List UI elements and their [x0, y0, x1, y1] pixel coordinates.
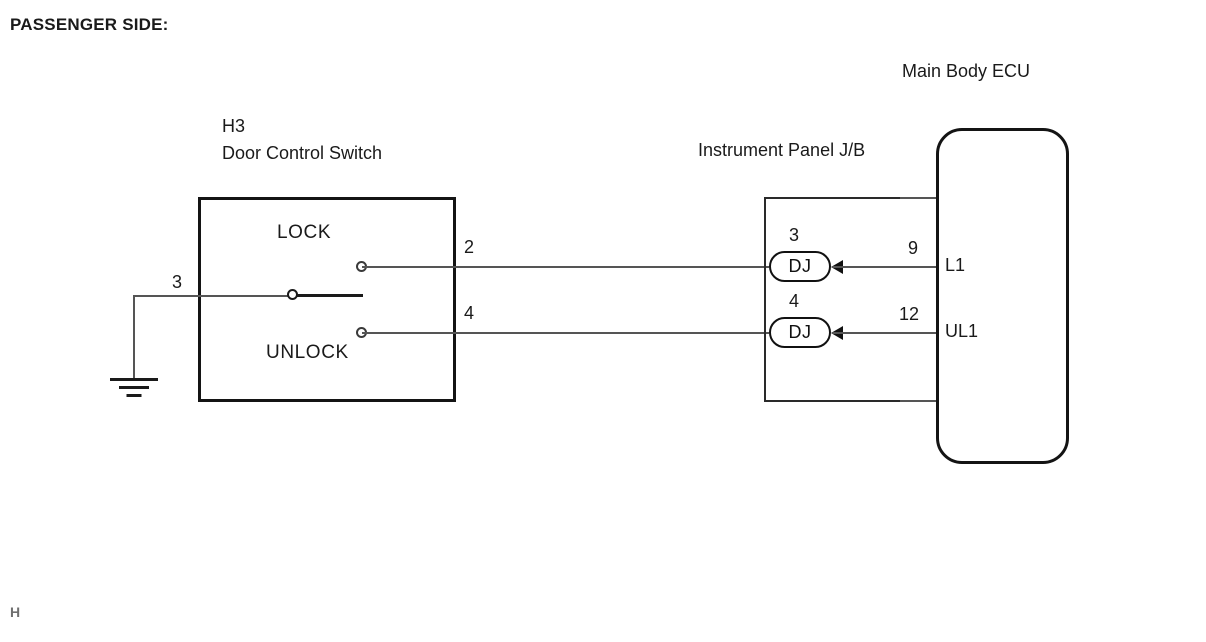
dj-connector-unlock: DJ: [769, 317, 831, 348]
pin-label-switch-unlock: 4: [464, 303, 475, 323]
chassis-ground-icon: [110, 378, 158, 402]
pin-label-ecu-12: 12: [899, 304, 920, 324]
main-body-ecu-box: [936, 128, 1069, 464]
wire-lock-to-jb: [362, 266, 769, 268]
label-main-body-ecu: Main Body ECU: [902, 61, 1031, 81]
switch-pole-lever: [292, 294, 363, 297]
footer-mark: H: [10, 604, 21, 620]
label-connector-h3: H3: [222, 116, 246, 136]
switch-position-unlock-label: UNLOCK: [266, 342, 349, 363]
pin-label-switch-lock: 2: [464, 237, 475, 257]
ecu-signal-label-l1: L1: [945, 255, 966, 275]
wire-dj-to-ecu-l1: [832, 266, 939, 268]
wire-dj-to-ecu-ul1: [832, 332, 939, 334]
dj-connector-lock: DJ: [769, 251, 831, 282]
pin-label-jb-terminal-4: 4: [789, 291, 800, 311]
label-instrument-panel-jb: Instrument Panel J/B: [698, 140, 866, 160]
pin-label-jb-terminal-3: 3: [789, 225, 800, 245]
wire-terminal3-to-ground: [133, 295, 295, 297]
pin-label-switch-common: 3: [172, 272, 183, 292]
pin-label-ecu-9: 9: [908, 238, 919, 258]
switch-position-lock-label: LOCK: [277, 222, 332, 243]
wire-jb-top-stub: [900, 197, 940, 199]
wire-jb-bottom-stub: [900, 400, 940, 402]
wire-unlock-to-jb: [362, 332, 769, 334]
door-control-switch-box: [198, 197, 456, 402]
switch-common-pole-node: [287, 289, 298, 300]
page-title: PASSENGER SIDE:: [10, 15, 169, 34]
label-door-control-switch: Door Control Switch: [222, 143, 383, 163]
ecu-signal-label-ul1: UL1: [945, 321, 979, 341]
wire-ground-drop: [133, 296, 135, 380]
